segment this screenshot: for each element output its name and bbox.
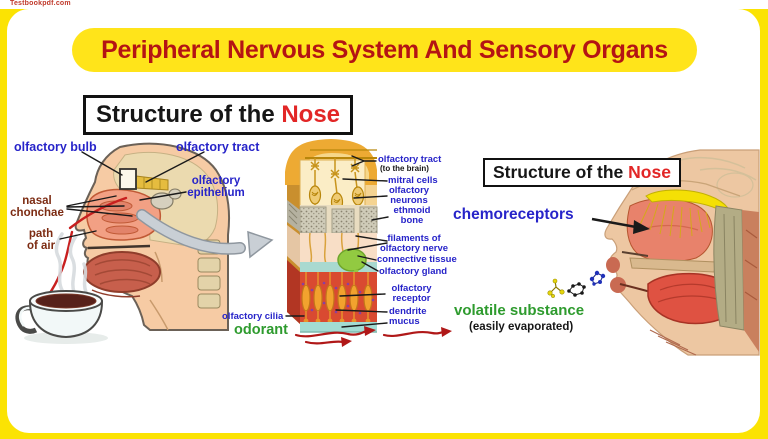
steam-icon: [54, 232, 88, 294]
label-nasal-chonchae: nasal chonchae: [10, 195, 64, 220]
label-easily-evaporated: (easily evaporated): [469, 321, 574, 333]
left-section-title: Structure of the Nose: [83, 95, 354, 135]
label-filaments-of-olfactory-nerve: filaments of olfactory nerve: [379, 233, 449, 254]
blue-molecule-icon: [589, 270, 606, 286]
pointer-lines: [59, 151, 389, 328]
gray-flow-arrow: [136, 209, 274, 259]
yellow-molecule-icon: [547, 278, 565, 298]
label-mitral-cells: mitral cells: [388, 175, 438, 186]
odorant-arrows: [294, 326, 452, 347]
right-section-title: Structure of the Nose: [483, 158, 681, 187]
label-path-of-air: path of air: [26, 228, 56, 253]
label-olfactory-tract-left: olfactory tract: [176, 140, 260, 154]
black-molecule-icon: [567, 282, 586, 297]
molecule-icons: [547, 270, 606, 298]
label-olfactory-cilia: olfactory cilia: [222, 311, 284, 322]
label-olfactory-neurons: olfactory neurons: [388, 185, 430, 206]
label-ethmoid-bone: ethmoid bone: [393, 205, 431, 226]
page-title-banner: Peripheral Nervous System And Sensory Or…: [72, 28, 697, 72]
label-chemoreceptors: chemoreceptors: [453, 206, 574, 223]
label-olfactory-tract: olfactory tract: [378, 154, 442, 165]
head-cross-section-illustration: [46, 142, 231, 331]
label-olfactory-epithelium: olfactory epithelium: [187, 175, 245, 200]
face-profile-illustration: [604, 149, 760, 356]
label-volatile-substance: volatile substance: [454, 302, 585, 319]
label-olfactory-gland: olfactory gland: [379, 266, 448, 277]
chemoreceptors-arrow: [591, 217, 650, 234]
tissue-block-illustration: [285, 139, 378, 333]
left-title-black: Structure of the: [96, 101, 282, 128]
right-title-black: Structure of the: [493, 162, 629, 182]
label-dendrite: dendrite: [389, 306, 427, 317]
right-title-red: Nose: [628, 162, 671, 182]
top-strip: [0, 0, 768, 9]
watermark-text: Testbookpdf.com: [10, 0, 71, 7]
left-title-red: Nose: [281, 101, 341, 128]
label-olfactory-bulb: olfactory bulb: [14, 140, 97, 154]
label-to-the-brain: (to the brain): [380, 164, 429, 173]
label-mucus: mucus: [389, 316, 420, 327]
label-connective-tissue: connective tissue: [377, 254, 457, 265]
page-title: Peripheral Nervous System And Sensory Or…: [101, 35, 668, 64]
label-olfactory-receptor: olfactory receptor: [391, 283, 432, 304]
coffee-cup-illustration: [15, 290, 108, 344]
label-odorant: odorant: [234, 322, 288, 338]
